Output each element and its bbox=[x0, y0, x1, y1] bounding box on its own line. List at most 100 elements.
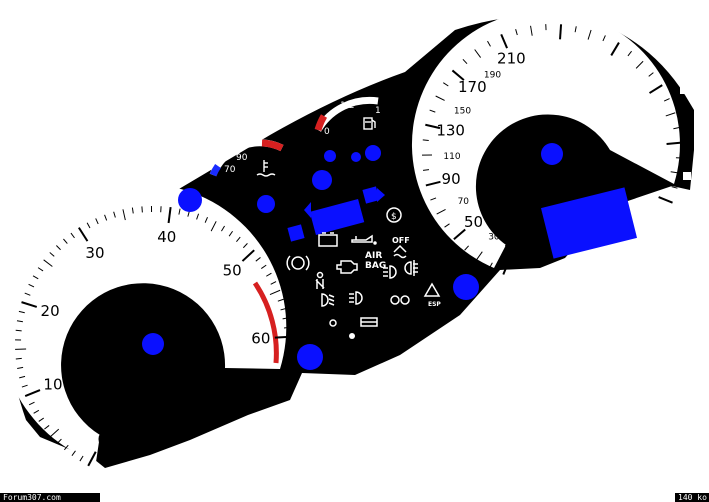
cluster-faceplate bbox=[5, 15, 694, 468]
temperature-label-70: 70 bbox=[224, 165, 236, 175]
speedometer-tick bbox=[587, 29, 592, 40]
tachometer-tick bbox=[38, 417, 44, 422]
speedometer-label-90: 90 bbox=[442, 170, 461, 188]
speedometer-label-10: 10 bbox=[503, 241, 522, 259]
tachometer-tick bbox=[37, 267, 44, 272]
tachometer-tick bbox=[79, 455, 84, 462]
oil-pressure-icon bbox=[351, 234, 377, 245]
speedometer-needle-hub bbox=[541, 143, 563, 165]
left-arrow-light bbox=[304, 202, 311, 218]
turn-signal-right-light bbox=[453, 274, 479, 300]
temperature-needle-hub bbox=[257, 195, 275, 213]
speedometer-label-170: 170 bbox=[458, 78, 487, 96]
tachometer-tick bbox=[33, 409, 40, 414]
speedometer-tick bbox=[648, 84, 663, 94]
tachometer-tick bbox=[32, 275, 39, 280]
speedometer-tick bbox=[574, 26, 577, 33]
seatbelt-icon bbox=[315, 271, 325, 289]
indicator-light bbox=[362, 186, 380, 204]
speedometer-tick bbox=[429, 109, 436, 113]
tachometer-label-0: 0 bbox=[98, 430, 108, 448]
speedometer-tick bbox=[515, 29, 518, 36]
speedometer-tick bbox=[635, 60, 644, 69]
speedometer-tick bbox=[436, 208, 446, 215]
speedometer-tick bbox=[474, 49, 482, 58]
tachometer-tick bbox=[196, 213, 200, 220]
door-open-icon bbox=[390, 295, 410, 305]
warning-light-large bbox=[297, 344, 323, 370]
speedometer-label-30: 30 bbox=[488, 232, 500, 242]
speedometer-tick bbox=[610, 42, 620, 56]
tachometer-tick bbox=[86, 222, 91, 229]
tachometer-tick bbox=[178, 208, 181, 215]
speedometer-tick bbox=[453, 228, 466, 241]
speedometer-tick bbox=[489, 262, 493, 269]
tachometer-tick bbox=[204, 217, 208, 223]
speedometer-label-130: 130 bbox=[436, 122, 465, 140]
tachometer-tick bbox=[24, 389, 41, 397]
tachometer-needle-hub bbox=[142, 333, 164, 355]
fuel-label-empty: 0 bbox=[324, 127, 330, 137]
fuel-pump-icon bbox=[363, 117, 376, 130]
speedometer-tick bbox=[673, 127, 680, 130]
tachometer-label-60: 60 bbox=[251, 329, 270, 347]
tachometer-tick bbox=[242, 243, 248, 249]
tachometer-tick bbox=[283, 326, 291, 329]
tachometer-label-30: 30 bbox=[85, 244, 104, 262]
file-size-label: 140 ko bbox=[675, 493, 709, 502]
tachometer-tick bbox=[104, 214, 108, 221]
fuel-label-half: 1/2 bbox=[340, 101, 354, 111]
fuel-needle-hub bbox=[365, 145, 381, 161]
tachometer-tick bbox=[56, 245, 61, 251]
tachometer-tick bbox=[15, 329, 22, 332]
tachometer-tick bbox=[28, 401, 35, 406]
tachometer-tick bbox=[17, 366, 24, 369]
speedometer-tick bbox=[425, 123, 441, 130]
tachometer-tick bbox=[236, 236, 241, 243]
tachometer-tick bbox=[64, 444, 69, 451]
speedometer-dial-face bbox=[411, 10, 680, 268]
tachometer-tick bbox=[44, 425, 50, 430]
coolant-temperature-icon bbox=[256, 160, 276, 177]
warning-light-panel: $ AIR BAG OFF bbox=[286, 207, 441, 327]
battery-icon bbox=[318, 232, 338, 247]
low-beam-icon bbox=[321, 293, 335, 307]
speedometer-tick bbox=[530, 25, 533, 36]
speedometer-tick bbox=[648, 72, 654, 77]
tachometer-tick bbox=[18, 310, 25, 314]
tachometer-tick bbox=[167, 207, 172, 224]
tachometer-tick bbox=[113, 211, 116, 218]
speedometer-tick bbox=[430, 197, 437, 201]
svg-text:$: $ bbox=[391, 212, 397, 222]
tachometer-tick bbox=[21, 301, 38, 308]
temperature-hot-zone bbox=[261, 139, 284, 152]
fuel-label-full: 1 bbox=[375, 106, 381, 116]
tachometer-ticks bbox=[15, 206, 291, 467]
indicator-light bbox=[351, 152, 361, 162]
speedometer-tick bbox=[665, 112, 676, 117]
tachometer-tick bbox=[131, 207, 134, 214]
tachometer-tick bbox=[261, 264, 267, 269]
tachometer-label-40: 40 bbox=[157, 228, 176, 246]
image-footer: Forum307.com 140 ko bbox=[0, 493, 709, 502]
tachometer-tick bbox=[210, 221, 217, 232]
speedometer-tick bbox=[500, 33, 508, 49]
tachometer-tick bbox=[24, 292, 31, 296]
speedometer-tick bbox=[559, 24, 563, 40]
speedometer-tick bbox=[422, 169, 430, 171]
source-watermark: Forum307.com bbox=[0, 493, 100, 502]
tachometer-label-50: 50 bbox=[223, 262, 242, 280]
speedometer-ticks bbox=[422, 24, 682, 275]
tachometer-redline-band bbox=[252, 281, 279, 364]
tachometer-tick bbox=[280, 307, 287, 311]
tachometer-tick bbox=[282, 317, 289, 320]
parking-brake-icon bbox=[286, 255, 310, 271]
tachometer-tick bbox=[255, 257, 261, 262]
tachometer-tick bbox=[266, 272, 272, 277]
speedometer-tick bbox=[670, 171, 681, 174]
speedometer-tick bbox=[435, 95, 445, 101]
tachometer-tick bbox=[19, 375, 26, 379]
clip-notch bbox=[285, 96, 290, 106]
